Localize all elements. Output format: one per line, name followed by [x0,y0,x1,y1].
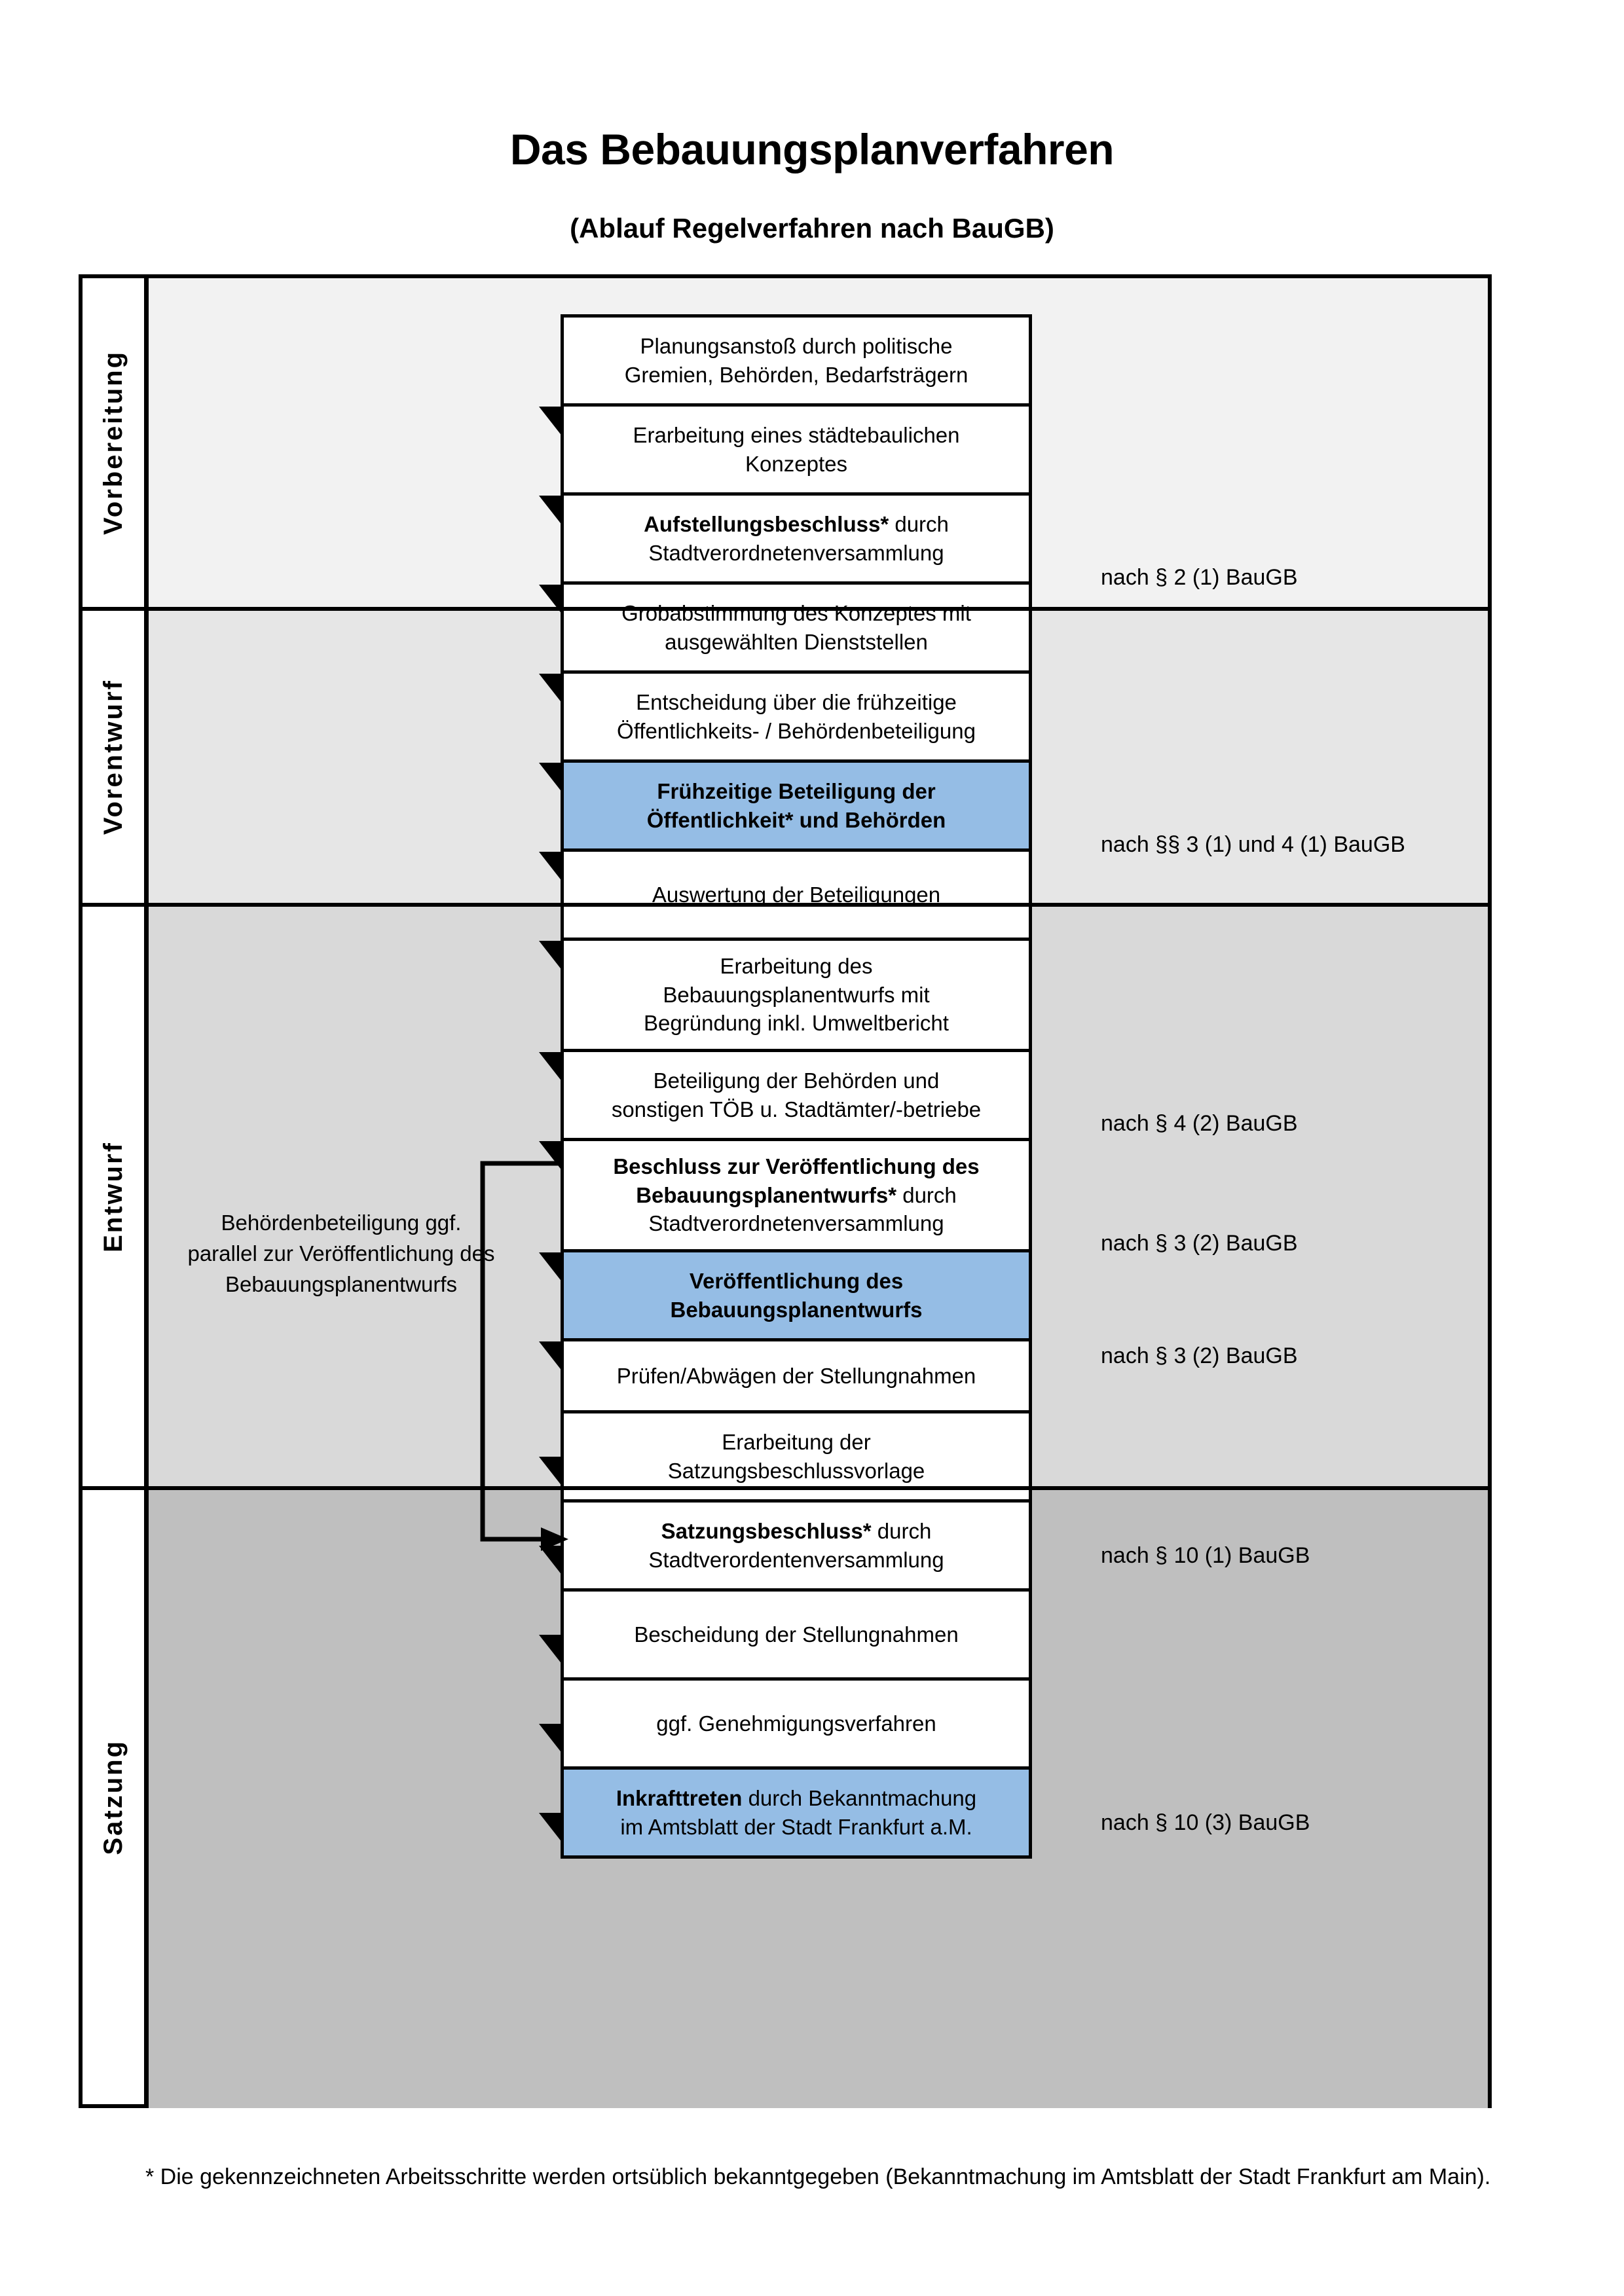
step-line: Gremien, Behörden, Bedarfsträgern [624,362,969,387]
step-line: Bebauungsplanentwurfs mit [663,982,930,1007]
legal-note-par4-2: nach § 4 (2) BauGB [1101,1111,1298,1136]
footnote: * Die gekennzeichneten Arbeitsschritte w… [145,2164,1491,2189]
step-line: ausgewählten Dienststellen [665,629,928,654]
step-line: Aufstellungsbeschluss* durch [644,511,949,536]
step-line: Erarbeitung eines städtebaulichen [633,422,960,447]
step-line: ggf. Genehmigungsverfahren [656,1711,936,1736]
step-line: Erarbeitung des [720,954,873,979]
step-line: Bebauungsplanentwurfs [670,1297,923,1322]
step-line: Beschluss zur Veröffentlichung des [613,1154,980,1179]
page-subtitle: (Ablauf Regelverfahren nach BauGB) [570,213,1054,244]
legal-note-par3-2-a: nach § 3 (2) BauGB [1101,1231,1298,1256]
phase-separator [83,903,1488,907]
step-line: Bescheidung der Stellungnahmen [634,1622,959,1647]
parallel-branch-connector [480,1161,568,1551]
step-line: Erarbeitung der [722,1429,871,1454]
step-line: Satzungsbeschluss* durch [661,1518,932,1543]
step-staedtebauliches-konzept[interactable]: Erarbeitung eines städtebaulichen Konzep… [561,403,1032,496]
step-line: sonstigen TÖB u. Stadtämter/-betriebe [611,1097,982,1121]
step-line: Auswertung der Beteiligungen [652,882,941,907]
step-line: Stadtverordentenversammlung [648,1547,944,1572]
step-pruefen-abwaegen[interactable]: Prüfen/Abwägen der Stellungnahmen [561,1338,1032,1413]
step-line: Planungsanstoß durch politische [640,333,953,358]
parallel-note-line: Veröffentlichung des [299,1241,495,1266]
legal-note-par10-1: nach § 10 (1) BauGB [1101,1543,1310,1568]
step-line: Stadtverordnetenversammlung [648,540,944,565]
step-line: Grobabstimmung des Konzeptes mit [621,600,971,625]
parallel-process-note: Behördenbeteiligung ggf. parallel zur Ve… [187,1208,495,1300]
parallel-note-line: Behördenbeteiligung [221,1211,420,1235]
step-line: Öffentlichkeit* und Behörden [646,807,946,832]
step-line: Stadtverordnetenversammlung [648,1211,944,1236]
step-line: Satzungsbeschlussvorlage [667,1458,925,1483]
step-line: Veröffentlichung des [689,1268,904,1293]
legal-note-par2-1: nach § 2 (1) BauGB [1101,565,1298,590]
phase-label-satzung: Satzung [83,1490,144,2104]
step-line: Inkrafttreten durch Bekanntmachung [616,1785,977,1810]
step-line: Frühzeitige Beteiligung der [657,778,936,803]
parallel-note-line: Bebauungsplanentwurfs [225,1271,458,1296]
phase-separator [83,607,1488,611]
step-line: Entscheidung über die frühzeitige [636,689,957,714]
step-line: Beteiligung der Behörden und [653,1068,940,1093]
step-veroeffentlichung-entwurf[interactable]: Veröffentlichung des Bebauungsplanentwur… [561,1249,1032,1341]
flowchart-frame: Vorbereitung Vorentwurf Entwurf Satzung … [79,274,1492,2108]
legal-note-par10-3: nach § 10 (3) BauGB [1101,1810,1310,1835]
step-entscheidung-fruehzeitige[interactable]: Entscheidung über die frühzeitige Öffent… [561,670,1032,763]
phase-separator [83,1486,1488,1490]
phase-label-entwurf: Entwurf [83,907,144,1486]
parallel-note-line: ggf. parallel zur [187,1211,462,1266]
step-genehmigungsverfahren[interactable]: ggf. Genehmigungsverfahren [561,1677,1032,1770]
step-line: Bebauungsplanentwurfs* durch [636,1182,957,1207]
step-line: Öffentlichkeits- / Behördenbeteiligung [617,718,976,743]
step-line: Prüfen/Abwägen der Stellungnahmen [616,1363,976,1388]
step-inkrafttreten[interactable]: Inkrafttreten durch Bekanntmachung im Am… [561,1766,1032,1859]
phase-label-vorentwurf: Vorentwurf [83,611,144,903]
step-grobabstimmung[interactable]: Grobabstimmung des Konzeptes mit ausgewä… [561,581,1032,674]
step-aufstellungsbeschluss[interactable]: Aufstellungsbeschluss* durch Stadtverord… [561,492,1032,585]
step-line: Konzeptes [745,451,847,476]
legal-note-par3-4-1: nach §§ 3 (1) und 4 (1) BauGB [1101,832,1405,857]
step-satzungsbeschluss[interactable]: Satzungsbeschluss* durch Stadtverordente… [561,1499,1032,1592]
step-line: Begründung inkl. Umweltbericht [644,1011,949,1036]
phase-label-vorbereitung: Vorbereitung [83,278,144,607]
page-title: Das Bebauungsplanverfahren [509,125,1115,173]
step-erarbeitung-entwurf[interactable]: Erarbeitung des Bebauungsplanentwurfs mi… [561,938,1032,1052]
step-line: im Amtsblatt der Stadt Frankfurt a.M. [620,1814,972,1839]
step-beschluss-veroeffentlichung[interactable]: Beschluss zur Veröffentlichung des Bebau… [561,1138,1032,1252]
legal-note-par3-2-b: nach § 3 (2) BauGB [1101,1343,1298,1368]
step-planungsanstoss[interactable]: Planungsanstoß durch politische Gremien,… [561,314,1032,407]
step-bescheidung-stellungnahmen[interactable]: Bescheidung der Stellungnahmen [561,1588,1032,1681]
step-fruehzeitige-beteiligung[interactable]: Frühzeitige Beteiligung der Öffentlichke… [561,759,1032,852]
label-column-divider [144,278,149,2104]
